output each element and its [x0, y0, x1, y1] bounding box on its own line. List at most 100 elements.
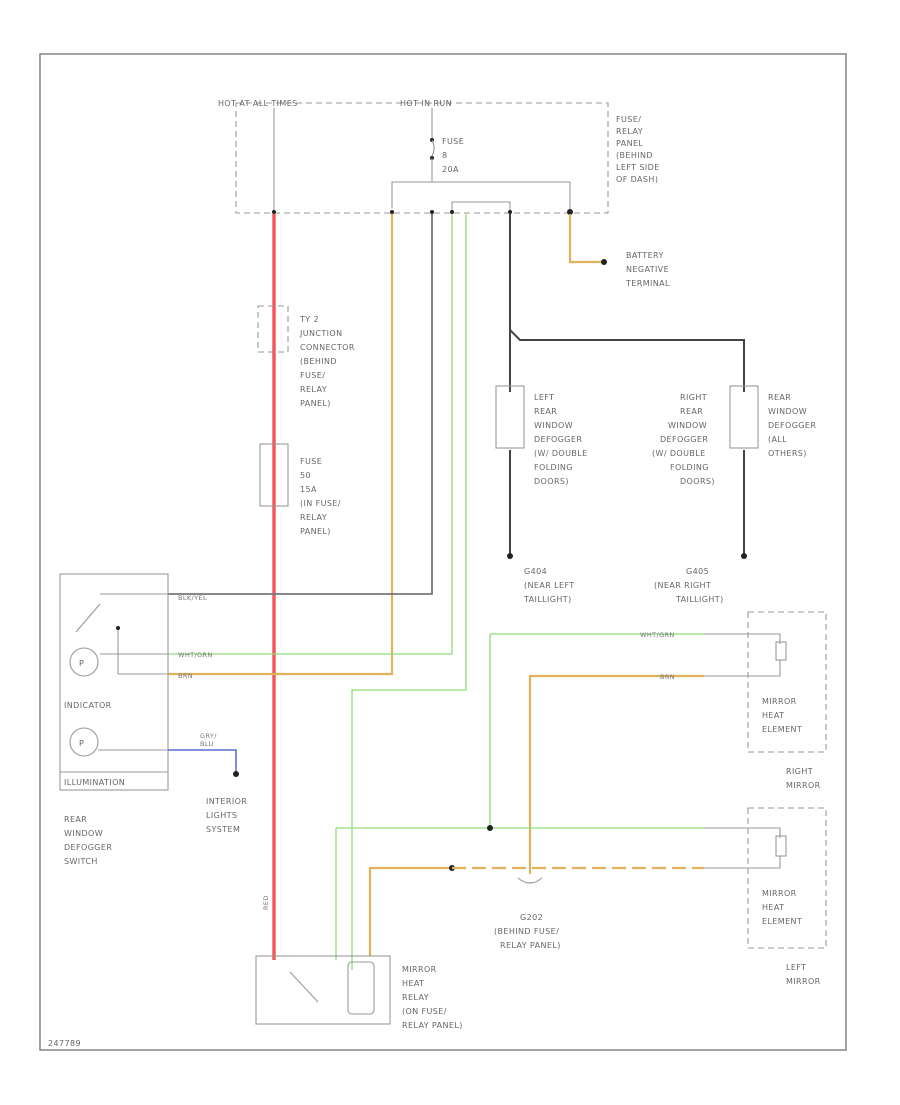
svg-text:NEGATIVE: NEGATIVE [626, 265, 669, 274]
svg-text:PANEL: PANEL [616, 139, 643, 148]
right-mirror-element [775, 641, 787, 661]
svg-text:MIRROR: MIRROR [762, 889, 797, 898]
defogger-feed-wire [509, 214, 745, 392]
svg-text:(BEHIND: (BEHIND [300, 357, 337, 366]
svg-text:PANEL): PANEL) [300, 399, 331, 408]
svg-text:RED: RED [262, 895, 270, 910]
rear-defogger-switch [59, 573, 169, 791]
svg-text:LEFT: LEFT [534, 393, 554, 402]
switch-contact [75, 593, 168, 675]
right-mirror-label: RIGHT MIRROR [786, 767, 820, 790]
junction-connector [257, 305, 289, 353]
svg-text:HEAT: HEAT [402, 979, 424, 988]
svg-text:(ON FUSE/: (ON FUSE/ [402, 1007, 447, 1016]
svg-text:LEFT SIDE: LEFT SIDE [616, 163, 660, 172]
svg-text:G405: G405 [686, 567, 709, 576]
brn-wire-switch [168, 214, 394, 676]
svg-text:(ALL: (ALL [768, 435, 787, 444]
left-mirror-box [747, 807, 827, 949]
svg-text:CONNECTOR: CONNECTOR [300, 343, 355, 352]
hot-in-run-label: HOT IN RUN [400, 99, 452, 108]
fuse-50-label: FUSE 50 15A (IN FUSE/ RELAY PANEL) [300, 457, 341, 536]
svg-text:HEAT: HEAT [762, 903, 784, 912]
svg-text:REAR: REAR [534, 407, 557, 416]
svg-text:TERMINAL: TERMINAL [625, 279, 670, 288]
svg-text:(BEHIND FUSE/: (BEHIND FUSE/ [494, 927, 559, 936]
junction-connector-label: TY 2 JUNCTION CONNECTOR (BEHIND FUSE/ RE… [299, 315, 355, 408]
left-mirror-heat-label: MIRROR HEAT ELEMENT [762, 889, 802, 926]
svg-text:FUSE/: FUSE/ [616, 115, 641, 124]
svg-text:REAR: REAR [768, 393, 791, 402]
g202-label: G202 (BEHIND FUSE/ RELAY PANEL) [494, 913, 560, 950]
right-mirror-heat-label: MIRROR HEAT ELEMENT [762, 697, 802, 734]
hot-at-all-times-label: HOT AT ALL TIMES [218, 99, 298, 108]
svg-text:BLU: BLU [200, 740, 214, 748]
svg-text:OF DASH): OF DASH) [616, 175, 658, 184]
svg-text:G202: G202 [520, 913, 543, 922]
svg-text:WHT/GRN: WHT/GRN [640, 631, 675, 639]
run-bus [391, 181, 571, 212]
svg-text:SWITCH: SWITCH [64, 857, 98, 866]
fuse-50 [259, 443, 289, 507]
svg-text:RELAY: RELAY [616, 127, 643, 136]
svg-text:RELAY: RELAY [300, 513, 327, 522]
svg-text:8: 8 [442, 151, 448, 160]
left-rear-defogger [495, 385, 525, 449]
svg-text:BRN: BRN [660, 673, 675, 681]
svg-text:P: P [79, 739, 84, 748]
svg-text:50: 50 [300, 471, 311, 480]
svg-text:(W/ DOUBLE: (W/ DOUBLE [534, 449, 588, 458]
relay-contact [289, 971, 319, 1003]
brn-relay-to-splice [368, 866, 452, 956]
svg-text:TY 2: TY 2 [299, 315, 319, 324]
g404-label: G404 (NEAR LEFT TAILLIGHT) [523, 567, 575, 604]
svg-text:DOORS): DOORS) [534, 477, 569, 486]
gry-blu-wire [168, 749, 237, 772]
svg-text:FUSE: FUSE [300, 457, 322, 466]
fuse-8: FUSE 8 20A [430, 108, 464, 182]
switch-illumination-lamp [69, 727, 99, 757]
svg-text:BLK/YEL: BLK/YEL [178, 594, 207, 602]
wht-grn-wire-switch [168, 214, 453, 655]
svg-text:GRY/: GRY/ [200, 732, 217, 740]
svg-text:BATTERY: BATTERY [626, 251, 664, 260]
svg-text:(BEHIND: (BEHIND [616, 151, 653, 160]
svg-text:MIRROR: MIRROR [402, 965, 437, 974]
svg-text:MIRROR: MIRROR [762, 697, 797, 706]
svg-text:PANEL): PANEL) [300, 527, 331, 536]
svg-text:RELAY: RELAY [300, 385, 327, 394]
left-mirror-element [775, 835, 787, 857]
rear-defogger-switch-label: REAR WINDOW DEFOGGER SWITCH [64, 815, 112, 866]
svg-text:WINDOW: WINDOW [534, 421, 573, 430]
brn-right-mirror [528, 674, 704, 874]
svg-text:MIRROR: MIRROR [786, 977, 821, 986]
switch-indicator-lamp [69, 647, 99, 677]
svg-text:INTERIOR: INTERIOR [206, 797, 247, 806]
svg-text:OTHERS): OTHERS) [768, 449, 807, 458]
svg-text:JUNCTION: JUNCTION [299, 329, 343, 338]
left-mirror-label: LEFT MIRROR [786, 963, 821, 986]
fuse-relay-panel-label: FUSE/ RELAY PANEL (BEHIND LEFT SIDE OF D… [616, 115, 660, 184]
svg-text:FUSE/: FUSE/ [300, 371, 325, 380]
svg-text:15A: 15A [300, 485, 317, 494]
diagram-frame [39, 53, 847, 1051]
svg-text:REAR: REAR [680, 407, 703, 416]
indicator-label: INDICATOR [64, 701, 112, 710]
wht-grn-wire-relay [351, 214, 467, 970]
svg-text:(NEAR LEFT: (NEAR LEFT [524, 581, 575, 590]
svg-text:TAILLIGHT): TAILLIGHT) [675, 595, 724, 604]
svg-text:DEFOGGER: DEFOGGER [660, 435, 708, 444]
svg-text:(IN FUSE/: (IN FUSE/ [300, 499, 341, 508]
right-rear-defogger-label: RIGHT REAR WINDOW DEFOGGER (W/ DOUBLE FO… [652, 393, 715, 486]
relay-coil [347, 961, 375, 1015]
battery-ground-wire [568, 214, 604, 264]
interior-lights-label: INTERIOR LIGHTS SYSTEM [206, 797, 247, 834]
svg-text:BRN: BRN [178, 672, 193, 680]
blk-yel-wire [168, 214, 433, 595]
svg-text:(NEAR RIGHT: (NEAR RIGHT [654, 581, 711, 590]
g405-label: G405 (NEAR RIGHT TAILLIGHT) [654, 567, 724, 604]
svg-text:20A: 20A [442, 165, 459, 174]
g202-ground [517, 877, 543, 884]
svg-text:FOLDING: FOLDING [670, 463, 709, 472]
